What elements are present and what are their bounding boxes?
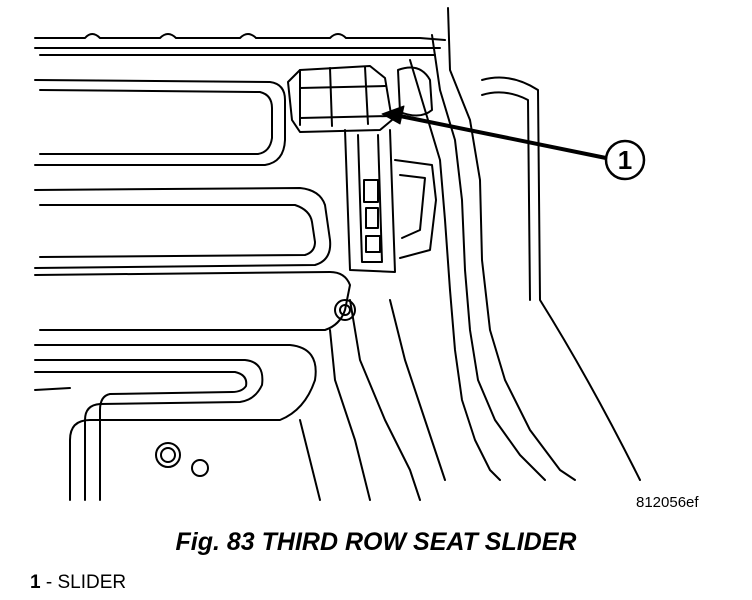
upper-panel [34, 79, 286, 166]
legend-item: 1 - SLIDER [30, 572, 126, 594]
bolt-hole [334, 299, 356, 321]
callout-leader [398, 114, 608, 160]
hole-small [191, 459, 209, 477]
callout-arrowhead [381, 105, 405, 125]
callout-number: 1 [618, 145, 632, 175]
roof-edge-line [34, 33, 446, 41]
lower-channel [34, 344, 317, 501]
legend-separator: - [40, 572, 58, 593]
legend-number: 1 [30, 572, 41, 593]
callout-circle [604, 139, 646, 181]
hole-large [155, 442, 181, 468]
upper-frame [447, 7, 576, 481]
seat-slider-illustration: 1 [34, 7, 646, 501]
slider-mechanism [287, 65, 437, 273]
pillar [481, 76, 641, 481]
figure-caption: Fig. 83 THIRD ROW SEAT SLIDER [175, 528, 577, 556]
figure-id: 812056ef [636, 494, 699, 511]
legend-label: SLIDER [57, 572, 127, 593]
